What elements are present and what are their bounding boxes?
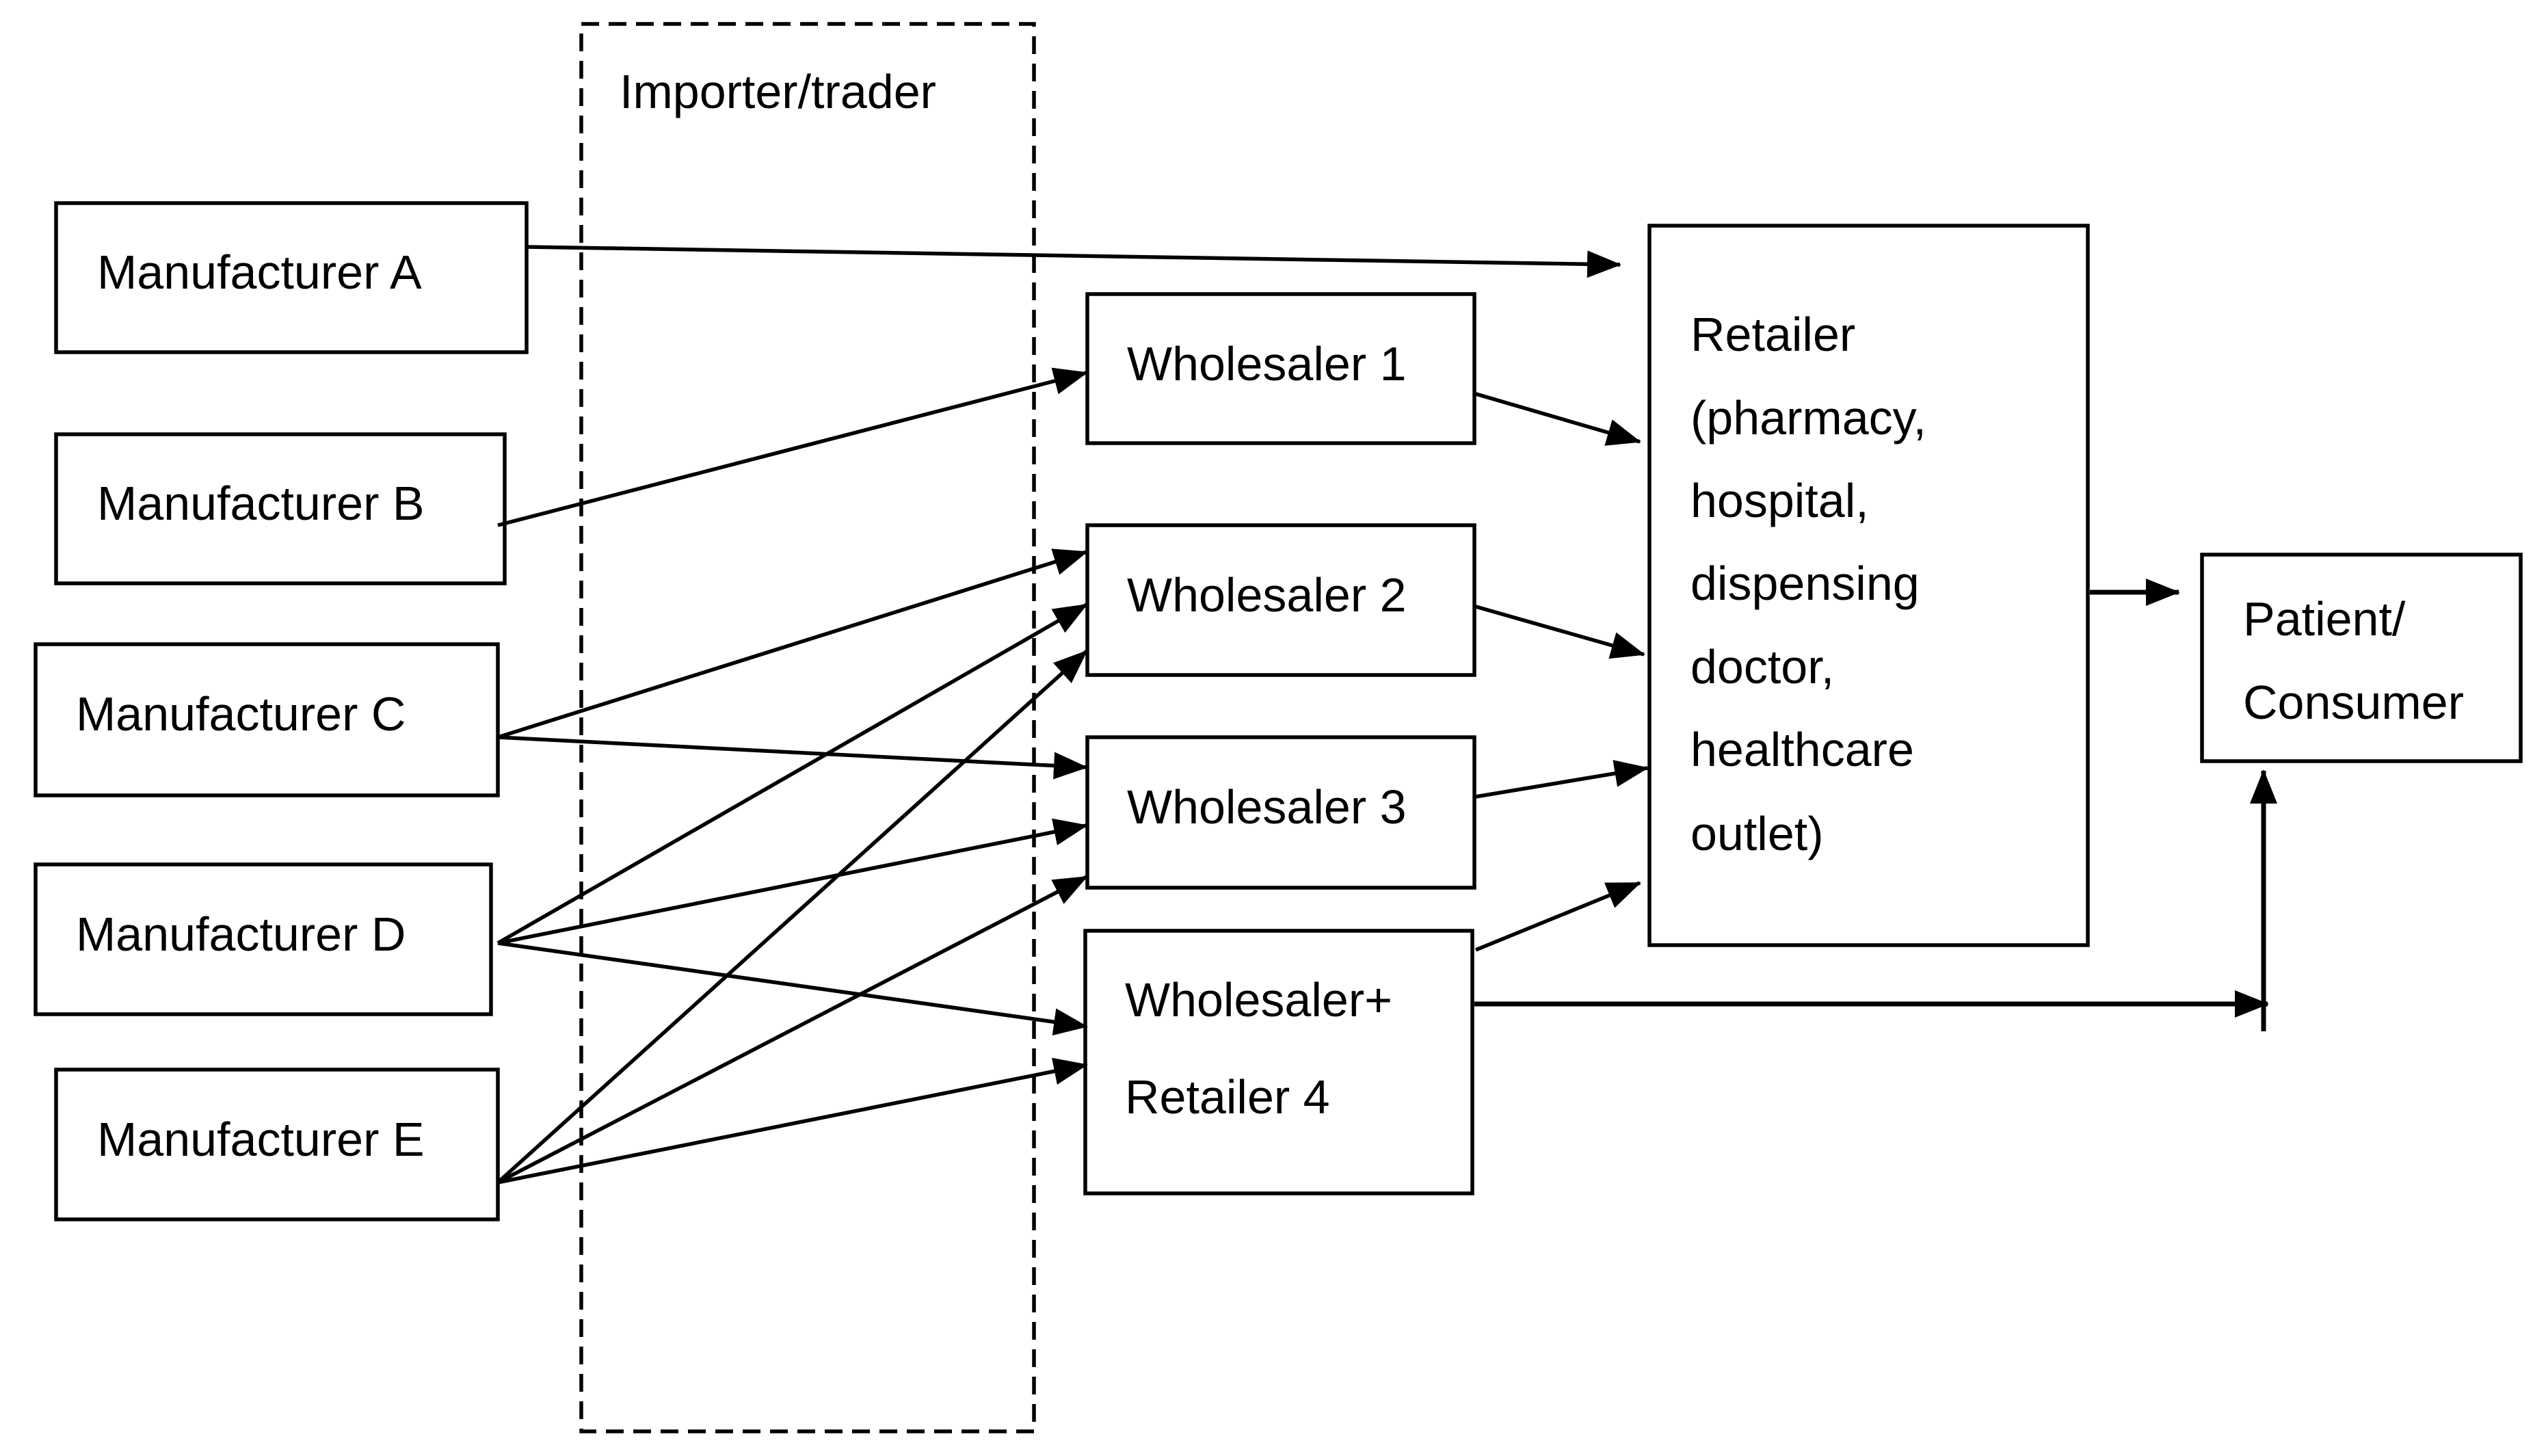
wholesaler-1-node: Wholesaler 1: [1085, 292, 1476, 445]
wholesaler-retailer-4-label-line2: Retailer 4: [1125, 1070, 1330, 1124]
manufacturer-c-label: Manufacturer C: [76, 687, 406, 741]
wholesaler-3-node: Wholesaler 3: [1085, 735, 1476, 890]
manufacturer-a-label: Manufacturer A: [97, 246, 422, 299]
retailer-label-line7: outlet): [1690, 807, 1824, 860]
wholesaler-2-node: Wholesaler 2: [1085, 523, 1476, 677]
edge-wholesaler-retailer-4-to-retailer: [1474, 881, 1641, 952]
wholesaler-2-label: Wholesaler 2: [1127, 568, 1407, 622]
manufacturer-a-node: Manufacturer A: [54, 201, 529, 354]
patient-consumer-label-line2: Consumer: [2243, 676, 2464, 729]
retailer-label-line3: hospital,: [1690, 474, 1869, 527]
edge-manufacturer-b-to-wholesaler-1: [497, 367, 1088, 527]
manufacturer-d-label: Manufacturer D: [76, 908, 406, 961]
patient-consumer-label-line1: Patient/: [2243, 592, 2406, 646]
edge-manufacturer-e-to-wholesaler-3: [496, 875, 1088, 1184]
edge-manufacturer-e-to-wholesaler-retailer-4: [497, 1057, 1088, 1184]
retailer-label-line1: Retailer: [1690, 308, 1855, 361]
manufacturer-c-node: Manufacturer C: [34, 642, 500, 797]
manufacturer-d-node: Manufacturer D: [34, 862, 493, 1016]
wholesaler-retailer-4-label-line1: Wholesaler+: [1125, 973, 1392, 1027]
retailer-label-line2: (pharmacy,: [1690, 391, 1926, 445]
edge-wholesaler-2-to-retailer: [1475, 605, 1645, 659]
edges: [496, 245, 2277, 1184]
importer-trader-label: Importer/trader: [620, 65, 936, 118]
retailer-node: Retailer (pharmacy, hospital, dispensing…: [1647, 224, 2090, 947]
edge-manufacturer-d-to-wholesaler-retailer-4: [497, 941, 1088, 1036]
edge-manufacturer-d-to-wholesaler-2: [496, 603, 1088, 945]
manufacturer-e-node: Manufacturer E: [54, 1068, 500, 1221]
retailer-label-line4: dispensing: [1690, 557, 1920, 610]
manufacturer-b-node: Manufacturer B: [54, 432, 507, 585]
importer-trader-region: [579, 22, 1036, 1433]
edge-manufacturer-e-to-wholesaler-2: [496, 649, 1088, 1184]
manufacturer-e-label: Manufacturer E: [97, 1113, 425, 1166]
edge-manufacturer-c-to-wholesaler-2: [497, 548, 1088, 739]
edge-manufacturer-d-to-wholesaler-3: [497, 818, 1088, 945]
edge-manufacturer-a-to-retailer: [526, 245, 1621, 278]
wholesaler-1-label: Wholesaler 1: [1127, 337, 1407, 391]
patient-consumer-node: Patient/ Consumer: [2200, 553, 2523, 763]
wholesaler-retailer-4-node: Wholesaler+ Retailer 4: [1083, 929, 1474, 1195]
retailer-label-line5: doctor,: [1690, 640, 1834, 693]
wholesaler-3-label: Wholesaler 3: [1127, 780, 1407, 834]
edge-manufacturer-c-to-wholesaler-3: [497, 735, 1088, 780]
edge-wholesaler-1-to-retailer: [1475, 392, 1641, 446]
manufacturer-b-label: Manufacturer B: [97, 477, 425, 530]
retailer-label-line6: healthcare: [1690, 723, 1914, 776]
edge-wholesaler-3-to-retailer: [1475, 760, 1649, 799]
